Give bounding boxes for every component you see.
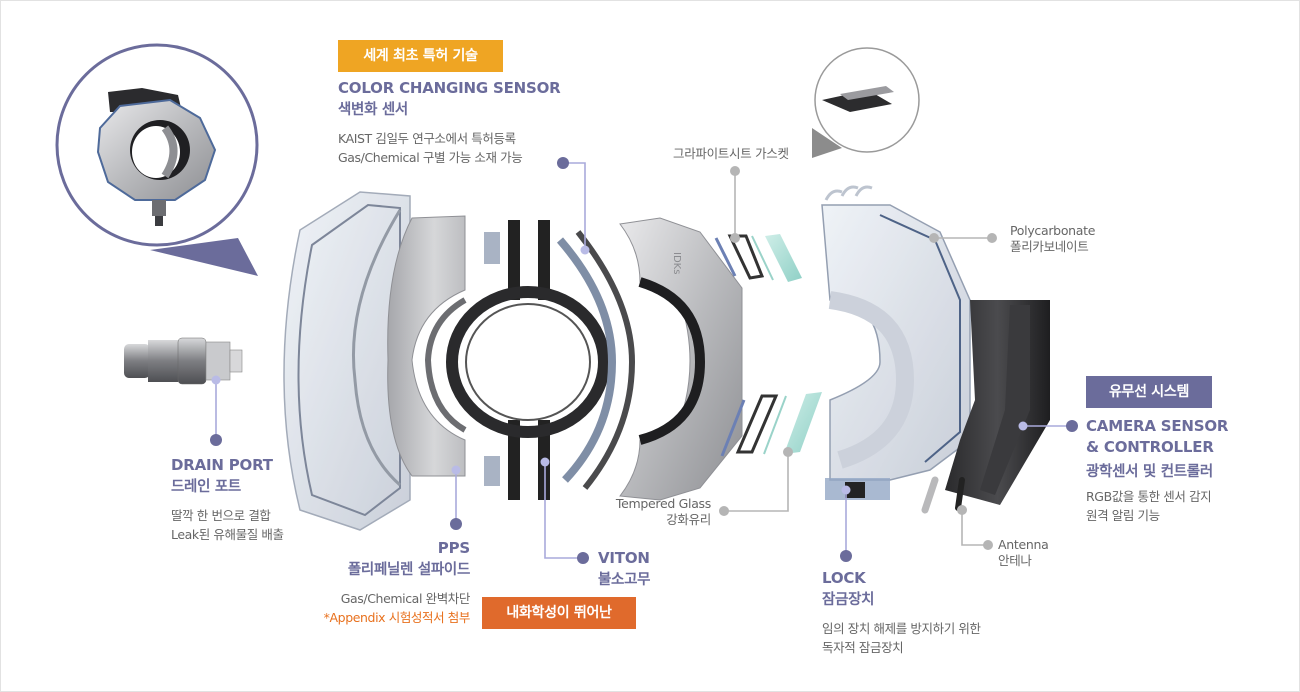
- wired-wireless-badge: 유무선 시스템: [1086, 376, 1212, 408]
- graphite-gasket-inset: [812, 47, 920, 158]
- antenna-callout: Antenna 안테나: [998, 537, 1049, 569]
- antenna-label: Antenna: [998, 537, 1049, 552]
- right-transparent-shell: [821, 185, 971, 500]
- camera-sensor-housing: [921, 300, 1050, 514]
- glass-layers-top: [714, 234, 802, 282]
- color-sensor-desc-2: Gas/Chemical 구별 가능 소재 가능: [338, 150, 523, 165]
- drain-port-title-ko: 드레인 포트: [171, 479, 241, 495]
- lock-desc-2: 독자적 잠금장치: [822, 640, 904, 655]
- viton-callout: VITON 불소고무: [598, 548, 650, 591]
- drain-port-title: DRAIN PORT: [171, 456, 273, 474]
- viton-title-ko: 불소고무: [598, 572, 651, 588]
- graphite-gasket-label: 그라파이트시트 가스켓: [673, 146, 789, 161]
- antenna-label-ko: 안테나: [998, 553, 1032, 568]
- leader-dots: [210, 157, 1078, 564]
- chemical-resistant-badge: 내화학성이 뛰어난: [482, 597, 636, 629]
- tempered-glass-label: Tempered Glass: [615, 496, 711, 511]
- shell-logo: IDKs: [671, 252, 682, 274]
- camera-sensor-title-ko: 광학센서 및 컨트롤러: [1086, 464, 1213, 480]
- pps-desc: Gas/Chemical 완벽차단: [340, 591, 471, 606]
- pps-callout: PPS 폴리페닐렌 설파이드 Gas/Chemical 완벽차단 *Append…: [270, 538, 471, 627]
- pps-left-half: [387, 215, 467, 477]
- color-sensor-title-ko: 색변화 센서: [338, 102, 408, 118]
- color-sensor-title: COLOR CHANGING SENSOR: [338, 79, 561, 97]
- drain-port-fitting: [124, 337, 243, 385]
- lock-title-ko: 잠금장치: [822, 592, 875, 608]
- lock-title: LOCK: [822, 569, 866, 587]
- tempered-glass-callout: Tempered Glass 강화유리: [580, 496, 711, 528]
- camera-sensor-desc-1: RGB값을 통한 센서 감지: [1086, 489, 1212, 504]
- patent-badge: 세계 최초 특허 기술: [338, 40, 503, 72]
- lock-callout: LOCK 잠금장치 임의 장치 해제를 방지하기 위한 독자적 잠금장치: [822, 568, 981, 657]
- left-transparent-shell: [283, 191, 411, 531]
- drain-port-desc-1: 딸깍 한 번으로 결합: [171, 508, 271, 523]
- leader-lines: [215, 162, 1070, 559]
- drain-port-callout: DRAIN PORT 드레인 포트 딸깍 한 번으로 결합 Leak된 유해물질…: [171, 455, 284, 544]
- color-sensor-desc-1: KAIST 김일두 연구소에서 특허등록: [338, 131, 516, 146]
- camera-sensor-title-1: CAMERA SENSOR: [1086, 417, 1229, 435]
- camera-sensor-desc-2: 원격 알림 기능: [1086, 508, 1160, 523]
- camera-sensor-callout: CAMERA SENSOR & CONTROLLER 광학센서 및 컨트롤러 R…: [1086, 416, 1228, 525]
- color-sensor-strips: [556, 230, 636, 490]
- camera-sensor-title-2: & CONTROLLER: [1086, 438, 1214, 456]
- pps-appendix-note: *Appendix 시험성적서 첨부: [323, 610, 471, 625]
- polycarbonate-callout: Polycarbonate 폴리카보네이트: [1010, 223, 1095, 255]
- viton-gasket: [446, 220, 610, 500]
- tempered-glass-label-ko: 강화유리: [666, 512, 711, 527]
- polycarbonate-label-ko: 폴리카보네이트: [1010, 239, 1089, 254]
- glass-layers-bottom: [720, 392, 822, 457]
- drain-port-desc-2: Leak된 유해물질 배출: [171, 527, 284, 542]
- middle-silver-shell: IDKs: [619, 217, 743, 501]
- assembled-product-inset: [55, 43, 259, 276]
- lock-desc-1: 임의 장치 해제를 방지하기 위한: [822, 621, 981, 636]
- polycarbonate-label: Polycarbonate: [1010, 223, 1096, 238]
- color-sensor-callout: COLOR CHANGING SENSOR 색변화 센서 KAIST 김일두 연…: [338, 78, 561, 167]
- viton-title: VITON: [598, 549, 650, 567]
- pps-title-ko: 폴리페닐렌 설파이드: [347, 562, 470, 578]
- pps-title: PPS: [437, 539, 470, 557]
